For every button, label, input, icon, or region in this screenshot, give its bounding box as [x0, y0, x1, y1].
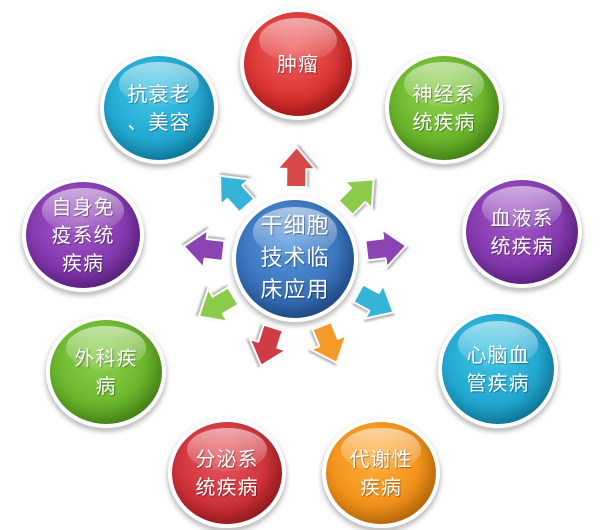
node-blood-system-disease-label: 血液系 统疾病 — [490, 206, 554, 258]
node-endocrine-disease-label: 分泌系 统疾病 — [195, 447, 259, 499]
node-neurological-disease-label: 神经系 统疾病 — [412, 82, 476, 134]
arrow-to-meta — [309, 321, 348, 364]
node-anti-aging-beauty: 抗衰老 、美容 — [100, 52, 218, 164]
node-anti-aging-beauty-label: 抗衰老 、美容 — [127, 82, 191, 134]
node-tumor: 肿瘤 — [240, 8, 356, 120]
center-node-stem-cell-application: 干细胞 技术临 床应用 — [232, 196, 358, 322]
node-autoimmune-disease: 自身免 疫系统 疾病 — [22, 178, 144, 292]
node-blood-system-disease: 血液系 统疾病 — [462, 176, 582, 288]
arrow-to-tumor — [276, 146, 317, 189]
node-autoimmune-disease-label: 自身免 疫系统 疾病 — [51, 195, 115, 275]
arrow-to-cardio — [352, 283, 395, 320]
center-node-label: 干细胞 技术临 床应用 — [260, 214, 330, 303]
arrow-to-blood — [364, 228, 408, 269]
node-neurological-disease: 神经系 统疾病 — [385, 52, 503, 164]
arrow-to-anti — [219, 174, 256, 214]
arrow-to-surg — [197, 286, 240, 323]
node-cardiovascular-disease-label: 心脑血 管疾病 — [466, 343, 530, 395]
node-tumor-label: 肿瘤 — [277, 52, 319, 76]
arrow-to-immune — [182, 228, 226, 269]
node-surgical-disease-label: 外科疾 病 — [74, 346, 138, 398]
arrow-to-endo — [248, 323, 287, 367]
node-metabolic-disease-label: 代谢性 疾病 — [349, 447, 413, 499]
node-cardiovascular-disease: 心脑血 管疾病 — [438, 310, 558, 428]
node-surgical-disease: 外科疾 病 — [46, 316, 166, 428]
node-endocrine-disease: 分泌系 统疾病 — [168, 418, 286, 528]
node-metabolic-disease: 代谢性 疾病 — [322, 418, 440, 528]
arrow-to-neuro — [337, 178, 375, 216]
